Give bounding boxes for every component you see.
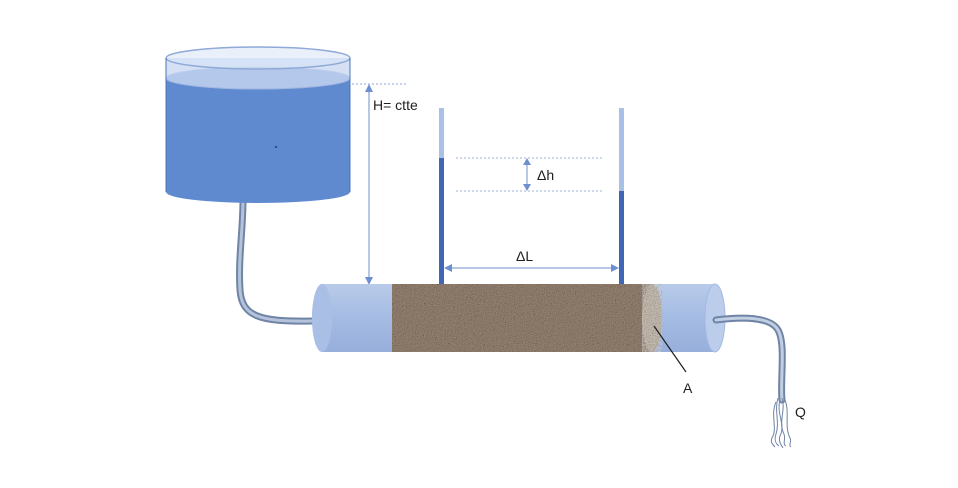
piezometer-right: [619, 108, 624, 284]
delta-h-arrow-bottom: [523, 184, 531, 191]
delta-l-arrow-left: [444, 264, 452, 272]
soil-column: [312, 283, 726, 353]
tank-center-dot: [275, 146, 277, 148]
water-tank: [165, 46, 351, 203]
water-stream: [770, 397, 792, 449]
area-leader-line: [653, 325, 687, 373]
head-arrow-top: [365, 84, 373, 92]
soil-sample: [392, 284, 654, 352]
head-dimension: H= ctte: [352, 83, 418, 285]
delta-h-arrow-top: [523, 158, 531, 165]
delta-l-dimension: ΔL: [444, 248, 619, 272]
head-arrow-bottom: [365, 277, 373, 285]
delta-h-dimension: Δh: [456, 157, 604, 192]
outlet-tube: [712, 314, 786, 404]
tank-body: [166, 78, 350, 203]
supply-tube: [236, 196, 316, 325]
piezometer-left: [439, 108, 444, 284]
area-annotation: A: [653, 325, 693, 396]
tank-rim: [165, 46, 351, 70]
supply-tube-highlight: [238, 198, 314, 323]
flow-label: Q: [795, 404, 806, 420]
delta-h-label: Δh: [537, 167, 554, 183]
soil-face: [642, 284, 662, 352]
outlet: Q: [712, 314, 806, 449]
piezometer-left-water: [439, 158, 444, 284]
piezometer-right-water: [619, 191, 624, 284]
outlet-tube-highlight: [714, 316, 784, 402]
delta-l-arrow-right: [611, 264, 619, 272]
delta-l-label: ΔL: [516, 248, 533, 264]
head-label: H= ctte: [373, 97, 418, 113]
area-label: A: [683, 380, 693, 396]
column-left-end: [312, 284, 332, 352]
